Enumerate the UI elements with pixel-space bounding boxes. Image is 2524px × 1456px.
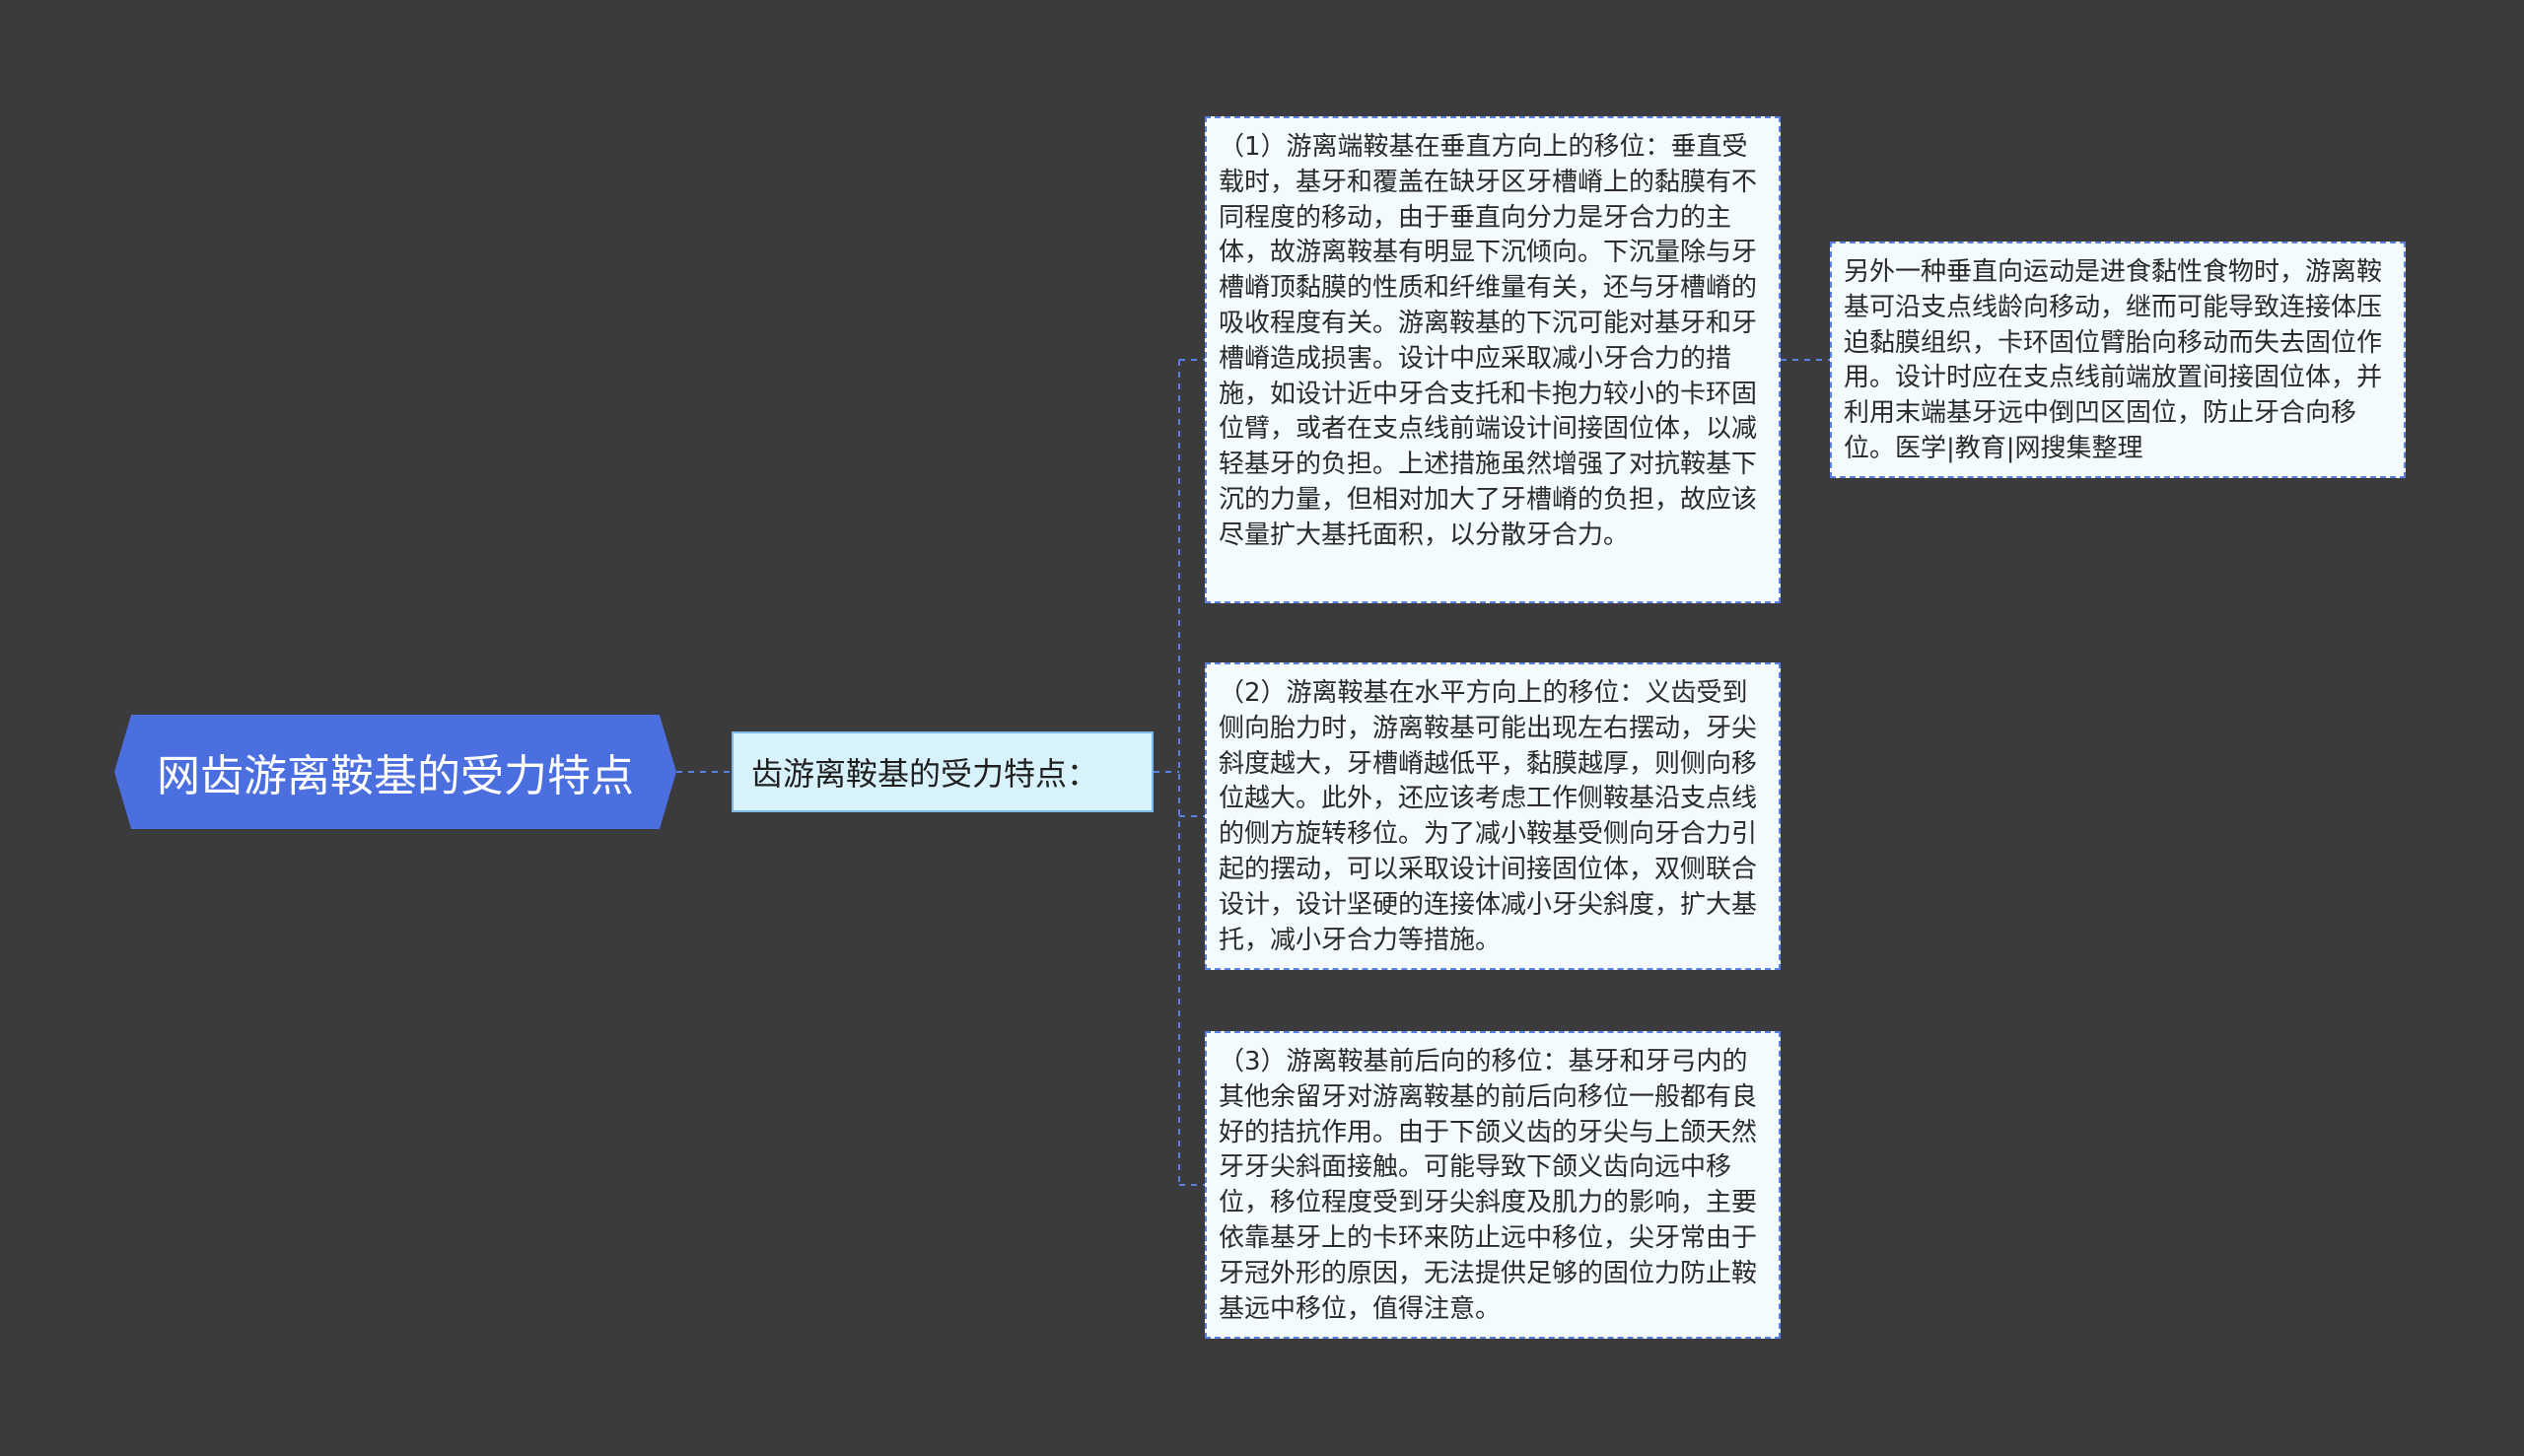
root-topic-node[interactable]: 网齿游离鞍基的受力特点 [114,715,676,829]
leaf-node-horizontal-displacement[interactable]: （2）游离鞍基在水平方向上的移位：义齿受到侧向胎力时，游离鞍基可能出现左右摆动，… [1205,662,1781,970]
leaf-node-anteroposterior-displacement[interactable]: （3）游离鞍基前后向的移位：基牙和牙弓内的其他余留牙对游离鞍基的前后向移位一般都… [1205,1031,1781,1339]
branch-topic-node[interactable]: 齿游离鞍基的受力特点： [732,731,1154,812]
branch-topic-label: 齿游离鞍基的受力特点： [751,755,1099,793]
leaf-text: （1）游离端鞍基在垂直方向上的移位：垂直受载时，基牙和覆盖在缺牙区牙槽嵴上的黏膜… [1219,132,1758,550]
leaf-node-vertical-displacement[interactable]: （1）游离端鞍基在垂直方向上的移位：垂直受载时，基牙和覆盖在缺牙区牙槽嵴上的黏膜… [1205,116,1781,603]
root-topic-label: 网齿游离鞍基的受力特点 [157,751,634,801]
leaf-text: （3）游离鞍基前后向的移位：基牙和牙弓内的其他余留牙对游离鞍基的前后向移位一般都… [1219,1047,1758,1324]
leaf-text: 另外一种垂直向运动是进食黏性食物时，游离鞍基可沿支点线龄向移动，继而可能导致连接… [1844,257,2383,463]
leaf-node-sticky-food-movement[interactable]: 另外一种垂直向运动是进食黏性食物时，游离鞍基可沿支点线龄向移动，继而可能导致连接… [1830,242,2406,478]
leaf-text: （2）游离鞍基在水平方向上的移位：义齿受到侧向胎力时，游离鞍基可能出现左右摆动，… [1219,678,1758,955]
